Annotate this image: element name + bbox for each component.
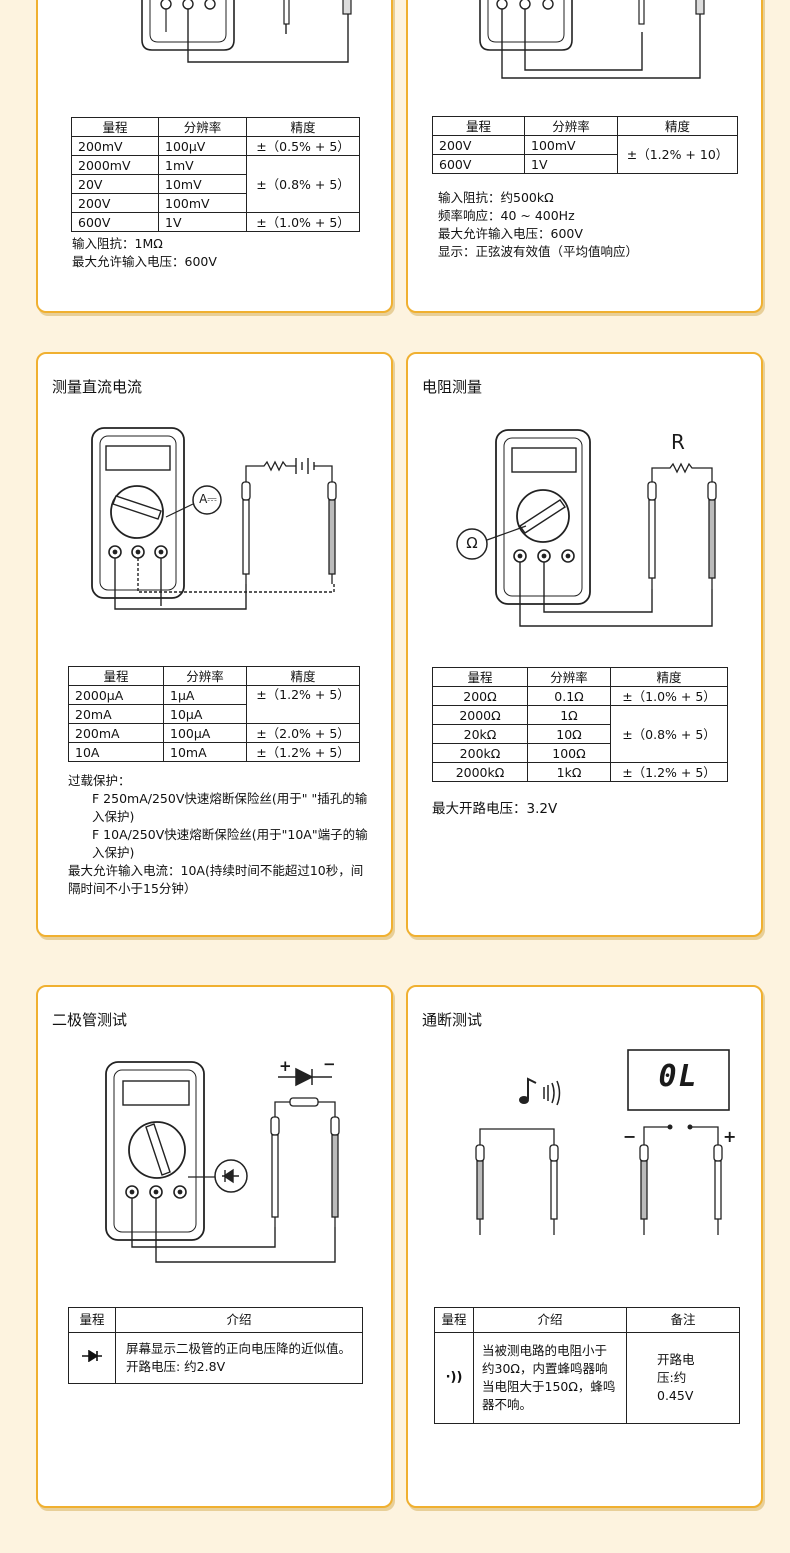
table-row: 600V 1V ±（1.0% + 5） [71, 212, 360, 232]
cont-desc-table: 量程 介绍 备注 ·)) 当被测电路的电阻小于约30Ω，内置蜂鸣器响当电阻大于1… [434, 1307, 740, 1424]
table-row: 10A 10mA ±（1.2% + 5） [68, 742, 360, 762]
table-row: 600V 1V [432, 154, 738, 174]
dca-spec-table: 量程 分辨率 精度 2000μA 1μA ±（1.2% + 5） 20mA 10… [68, 666, 360, 762]
col-description: 介绍 [115, 1307, 363, 1333]
cont-minus-label: − [623, 1127, 637, 1146]
table-row: 200V 100mV ±（1.2% + 10） [432, 135, 738, 174]
col-resolution: 分辨率 [163, 666, 247, 686]
col-description: 介绍 [473, 1307, 627, 1333]
acv-spec-table: 量程 分辨率 精度 200V 100mV ±（1.2% + 10） 600V 1… [432, 116, 738, 174]
dc-current-card: 测量直流电流 A⎓ 量程 [36, 352, 393, 937]
card-title: 二极管测试 [52, 1011, 128, 1029]
col-resolution: 分辨率 [524, 116, 618, 136]
diode-desc-table: 量程 介绍 屏幕显示二极管的正向电压降的近似值。开路电压: 约2.8V [68, 1307, 363, 1384]
col-remark: 备注 [626, 1307, 740, 1333]
resistor-label: R [671, 430, 685, 454]
col-range: 量程 [432, 667, 528, 687]
dcv-meter-illustration [141, 0, 352, 63]
res-meter-illustration [456, 429, 717, 627]
col-range: 量程 [71, 117, 159, 137]
dcv-notes: 输入阻抗：1MΩ 最大允许输入电压：600V [72, 236, 217, 269]
dca-meter-illustration [91, 427, 337, 610]
col-range: 量程 [434, 1307, 474, 1333]
col-accuracy: 精度 [610, 667, 728, 687]
table-row: 200mA 100μA ±（2.0% + 5） [68, 723, 360, 743]
diode-symbol-icon [68, 1332, 116, 1384]
col-resolution: 分辨率 [158, 117, 247, 137]
display-readout: 0L [658, 1059, 699, 1094]
diode-minus-label: − [323, 1055, 336, 1073]
col-range: 量程 [68, 1307, 116, 1333]
table-row: 2000μA 1μA ±（1.2% + 5） [68, 685, 360, 724]
dc-voltage-card: 量程 分辨率 精度 200mV 100μV ±（0.5% + 5） 2000mV… [36, 0, 393, 313]
card-title: 电阻测量 [422, 378, 483, 396]
card-title: 通断测试 [422, 1011, 483, 1029]
current-symbol: A⎓ [199, 492, 217, 506]
table-row: 2000kΩ 1kΩ ±（1.2% + 5） [432, 762, 728, 782]
col-resolution: 分辨率 [527, 667, 611, 687]
table-row: 200mV 100μV ±（0.5% + 5） [71, 136, 360, 156]
col-accuracy: 精度 [246, 666, 360, 686]
cont-plus-label: + [723, 1127, 737, 1146]
diode-meter-illustration [105, 1061, 340, 1263]
col-accuracy: 精度 [246, 117, 360, 137]
ohm-symbol: Ω [466, 534, 478, 552]
col-accuracy: 精度 [617, 116, 738, 136]
buzzer-symbol-icon: ·)) [434, 1332, 474, 1424]
dca-notes: 过载保护： F 250mA/250V快速熔断保险丝(用于" "插孔的输入保护) … [68, 773, 368, 896]
table-row: 20kΩ 10Ω [432, 724, 728, 744]
res-spec-table: 量程 分辨率 精度 200Ω 0.1Ω ±（1.0% + 5） 2000Ω 1Ω… [432, 667, 728, 782]
res-notes: 最大开路电压：3.2V [432, 801, 558, 817]
col-range: 量程 [432, 116, 525, 136]
card-title: 测量直流电流 [52, 378, 143, 396]
dcv-spec-table: 量程 分辨率 精度 200mV 100μV ±（0.5% + 5） 2000mV… [71, 117, 360, 232]
table-row: ·)) 当被测电路的电阻小于约30Ω，内置蜂鸣器响当电阻大于150Ω，蜂鸣器不响… [434, 1332, 740, 1424]
acv-notes: 输入阻抗：约500kΩ 频率响应：40 ~ 400Hz 最大允许输入电压：600… [438, 190, 639, 259]
diode-card: 二极管测试 + − 量程 介绍 [36, 985, 393, 1508]
table-row: 屏幕显示二极管的正向电压降的近似值。开路电压: 约2.8V [68, 1332, 363, 1384]
acv-meter-illustration [479, 0, 705, 79]
continuity-card: 通断测试 0L − + 量程 介绍 备注 [406, 985, 763, 1508]
table-row: 2000mV 1mV ±（0.8% + 5） [71, 155, 360, 213]
col-range: 量程 [68, 666, 164, 686]
table-row: 2000Ω 1Ω ±（0.8% + 5） [432, 705, 728, 763]
ac-voltage-card: 量程 分辨率 精度 200V 100mV ±（1.2% + 10） 600V 1… [406, 0, 763, 313]
resistance-card: 电阻测量 R Ω 量程 分辨率 精度 200Ω 0.1Ω [406, 352, 763, 937]
diode-plus-label: + [279, 1057, 292, 1075]
cont-illustration [475, 1049, 730, 1235]
table-row: 200Ω 0.1Ω ±（1.0% + 5） [432, 686, 728, 706]
